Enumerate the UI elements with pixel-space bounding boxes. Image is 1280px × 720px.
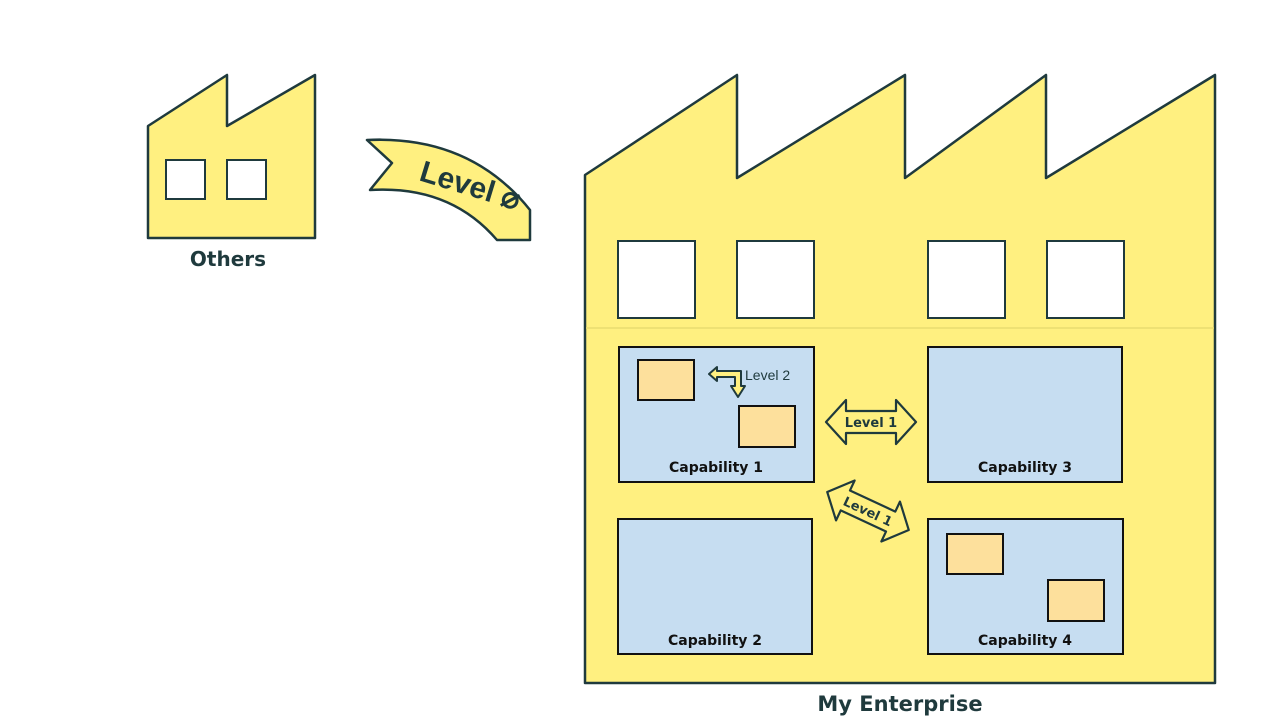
capability-4-label: Capability 4	[978, 633, 1072, 649]
capability-1: Capability 1	[618, 346, 815, 483]
component-box	[946, 533, 1004, 575]
capability-3: Capability 3	[927, 346, 1123, 483]
level2-label: Level 2	[745, 367, 790, 383]
level2-arrow-icon	[708, 366, 746, 398]
capability-2-label: Capability 2	[668, 633, 762, 649]
level1-double-arrow-icon: Level 1	[824, 398, 918, 446]
component-box	[738, 405, 796, 448]
component-box	[1047, 579, 1105, 622]
capability-2: Capability 2	[617, 518, 813, 655]
enterprise-label: My Enterprise	[817, 692, 982, 716]
capability-1-label: Capability 1	[669, 460, 763, 476]
capability-3-label: Capability 3	[978, 460, 1072, 476]
others-factory	[146, 73, 317, 240]
capability-4: Capability 4	[927, 518, 1124, 655]
level0-ribbon: Level ⌀	[365, 138, 532, 242]
component-box	[637, 359, 695, 401]
level1-label-a: Level 1	[845, 416, 897, 431]
others-label: Others	[190, 247, 266, 271]
